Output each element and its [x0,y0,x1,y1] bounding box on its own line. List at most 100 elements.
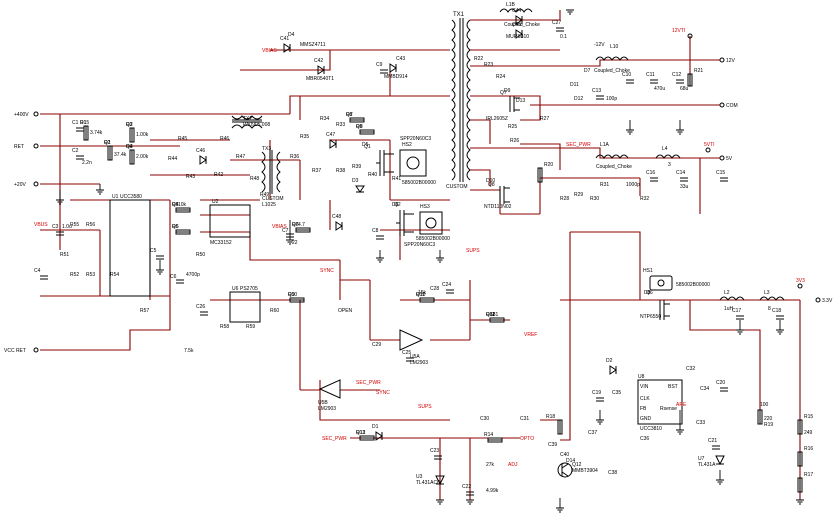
ref-r26: R26 [510,138,519,144]
ref-c29: C29 [372,342,381,348]
val-c-4700p: 4700p [186,272,200,278]
net-vbias-a: VBIAS [262,48,277,54]
comparator-u5b: U5B LM2903 [318,379,341,412]
heatsink-hs3: HS3 585002B00000 [416,204,450,242]
val-d-mmbd: MMBD914 [384,74,408,80]
ref-r4: R4 [126,144,133,150]
rail-20v: +20V [14,182,26,188]
ref-r2: R2 [104,140,111,146]
ref-c3: C3 [52,224,59,230]
l10-label: Coupled_Choke [594,68,630,74]
inductor-l1a: L1A Coupled_Choke [595,142,632,170]
ref-c12: C12 [672,72,681,78]
ref-q8: Q8 [356,124,363,130]
l2-value: 1uH [724,306,734,312]
ref-r54: R54 [110,272,119,278]
ref-q3: Q3 [126,144,133,150]
ref-c46: C46 [196,148,205,154]
ref-d4: D4 [288,32,295,38]
ref-r19: R19 [764,422,773,428]
ref-r23: R23 [484,62,493,68]
heatsink-hs2: HS2 585002B00000 [399,142,436,186]
ref-r15: R15 [804,414,813,420]
ref-c37: C37 [588,430,597,436]
u8-part: UCC3810 [640,426,662,432]
ref-r38: R38 [336,168,345,174]
ic-u8: U8 UCC3810 VIN BST CLK Rsense FB GND [637,374,683,432]
net-sync-b: SYNC [376,390,390,396]
rail-sups-a: SUPS [466,248,480,254]
ref-c8: C8 [372,228,379,234]
ref-r24: R24 [496,74,505,80]
val-r-4990: 4.99k [486,488,499,494]
ref-c7: C7 [282,228,289,234]
q7-part: IRL2605Z [486,116,508,122]
tx3-part: L1025 [262,202,276,208]
ref-d12: D12 [574,96,583,102]
ref-r56: R56 [86,222,95,228]
net-sec-pwr-a: SEC_PWR [322,436,347,442]
transistor-q12: Q12 MMBT3904 [557,462,598,478]
u8-pin-bst: BST [668,384,678,390]
ref-c35: C35 [612,390,621,396]
tp-5v: 5VTI [704,142,715,148]
rail-are: ARE [676,402,687,408]
l4-ref: L4 [662,146,668,152]
ref-r49: R49 [260,192,269,198]
ref-r10: R10 [288,292,297,298]
ref-r3: R3 [126,122,133,128]
ref-c24: C24 [442,282,451,288]
ref-c47: C47 [326,132,335,138]
q8-ref: Q8 [488,182,495,188]
ref-c48: C48 [332,214,341,220]
q7-ref: Q7 [500,90,507,96]
l4-value: 3 [668,162,671,168]
ref-c28: C28 [430,286,439,292]
val-c-1000p: 1000p [626,182,640,188]
hs3-part: 585002B00000 [416,236,450,242]
ground-symbols [56,9,804,513]
tx3-label: CUSTOM [262,196,284,202]
ref-r34: R34 [320,116,329,122]
ref-r60: R60 [270,308,279,314]
val-c-100p: 100p [606,96,617,102]
u8-pin-fb: FB [640,406,647,412]
u1-ref: U1 [112,194,119,200]
ref-r35: R35 [300,134,309,140]
ref-q9: Q9 [288,292,295,298]
ref-r1: R1 [80,120,87,126]
u3-part: TL431ACD [416,480,441,486]
q2-part: SPP20N60C3 [404,242,435,248]
rail-ret: RET [14,144,24,150]
heatsink-hs1: HS1 585002B00000 [643,268,710,291]
ref-r40: R40 [368,172,377,178]
u6-part: PS2705 [240,286,258,292]
ref-r11: R11 [416,292,425,298]
net-sec-pwr-c: SEC_PWR [356,380,381,386]
ref-d5: D5 [362,142,369,148]
tx1-ref: TX1 [453,12,465,18]
ref-q2: Q2 [126,122,133,128]
ref-r46: R46 [220,136,229,142]
net-opto: OPTO [520,436,534,442]
u7-ref: U7 [698,456,705,462]
net-vref: VREF [524,332,537,338]
rail-vcc-ret: VCC RET [4,348,26,354]
ref-r29: R29 [574,192,583,198]
ref-c4: C4 [34,268,41,274]
u6-ref: U6 [232,286,239,292]
ref-r30: R30 [590,196,599,202]
passive-diodes [199,15,617,441]
wire-network [40,10,801,500]
hs2-part: 585002B00000 [402,180,436,186]
ref-c44: C44 [512,8,521,14]
net-adj: ADJ [508,462,518,468]
hs1-ref: HS1 [643,268,653,274]
ref-r13: R13 [356,430,365,436]
inductor-l4: L4 3 [655,146,681,168]
val-r-100: 100 [760,402,769,408]
q12-part: MMBT3904 [572,468,598,474]
passive-resistors [83,73,803,493]
u5b-part: LM2903 [318,406,336,412]
